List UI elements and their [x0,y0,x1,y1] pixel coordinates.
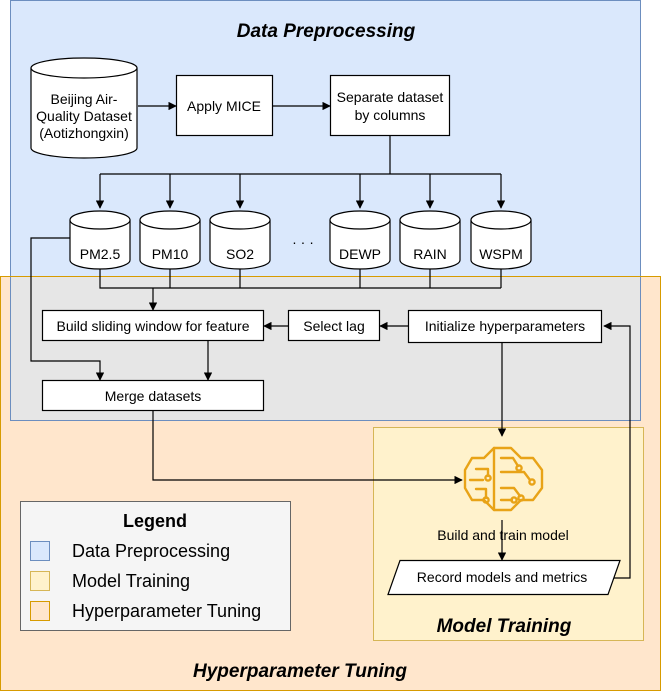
region-title-preprocessing: Data Preprocessing [237,21,416,42]
record-models-label: Record models and metrics [417,569,587,585]
dataset-cylinder: Beijing Air- Quality Dataset (Aotizhongx… [30,57,138,159]
legend-swatch-tuning [30,601,50,621]
edge-record-init [603,321,631,579]
edges [30,101,631,579]
column-ellipsis: · · · [292,234,314,250]
legend-title: Legend [123,511,187,531]
merge-datasets-box: Merge datasets [41,379,265,412]
column-label-dewp: DEWP [339,246,381,262]
edge-pm25-merge [30,237,105,381]
column-cylinder-pm10: PM10 [139,210,201,270]
separate-label-line2: by columns [355,107,426,123]
dataset-label-line1: Beijing Air- [51,91,118,107]
column-cylinder-so2: SO2 [209,210,271,270]
legend-label-preprocessing: Data Preprocessing [72,541,230,561]
column-cylinder-rain: RAIN [399,210,461,270]
column-label-pm25: PM2.5 [80,246,121,262]
region-title-tuning: Hyperparameter Tuning [193,661,407,682]
init-hyperparameters-label: Initialize hyperparameters [425,318,585,334]
edge-merge-model [152,410,463,485]
build-train-label: Build and train model [437,527,569,543]
sliding-window-box: Build sliding window for feature [41,309,265,342]
apply-mice-box: Apply MICE [175,74,274,137]
select-lag-label: Select lag [303,318,364,334]
column-cylinder-dewp: DEWP [329,210,391,270]
legend-label-tuning: Hyperparameter Tuning [72,601,261,621]
separate-label-line1: Separate dataset [337,89,444,105]
select-lag-box: Select lag [287,309,381,342]
column-label-pm10: PM10 [152,246,189,262]
sliding-window-label: Build sliding window for feature [57,318,250,334]
legend-label-training: Model Training [72,571,190,591]
column-label-wspm: WSPM [479,246,523,262]
region-title-training: Model Training [437,616,572,637]
region-model-training [373,427,644,641]
column-cylinder-pm25: PM2.5 [69,210,131,270]
column-label-so2: SO2 [226,246,254,262]
edge-cylinders-bottom-bus [99,264,502,289]
apply-mice-label: Apply MICE [187,98,261,114]
init-hyperparameters-box: Initialize hyperparameters [407,309,603,344]
dataset-label-line2: Quality Dataset [36,108,132,124]
legend-swatch-preprocessing [30,541,50,561]
merge-datasets-label: Merge datasets [105,388,202,404]
brain-circuit-icon [463,446,544,512]
legend-swatch-training [30,571,50,591]
column-label-rain: RAIN [413,246,446,262]
separate-dataset-box: Separate dataset by columns [329,74,451,137]
record-models-box: Record models and metrics [387,559,621,596]
legend: Legend Data Preprocessing Model Training… [20,501,291,631]
dataset-label-line3: (Aotizhongxin) [39,125,129,141]
column-cylinder-wspm: WSPM [470,210,532,270]
